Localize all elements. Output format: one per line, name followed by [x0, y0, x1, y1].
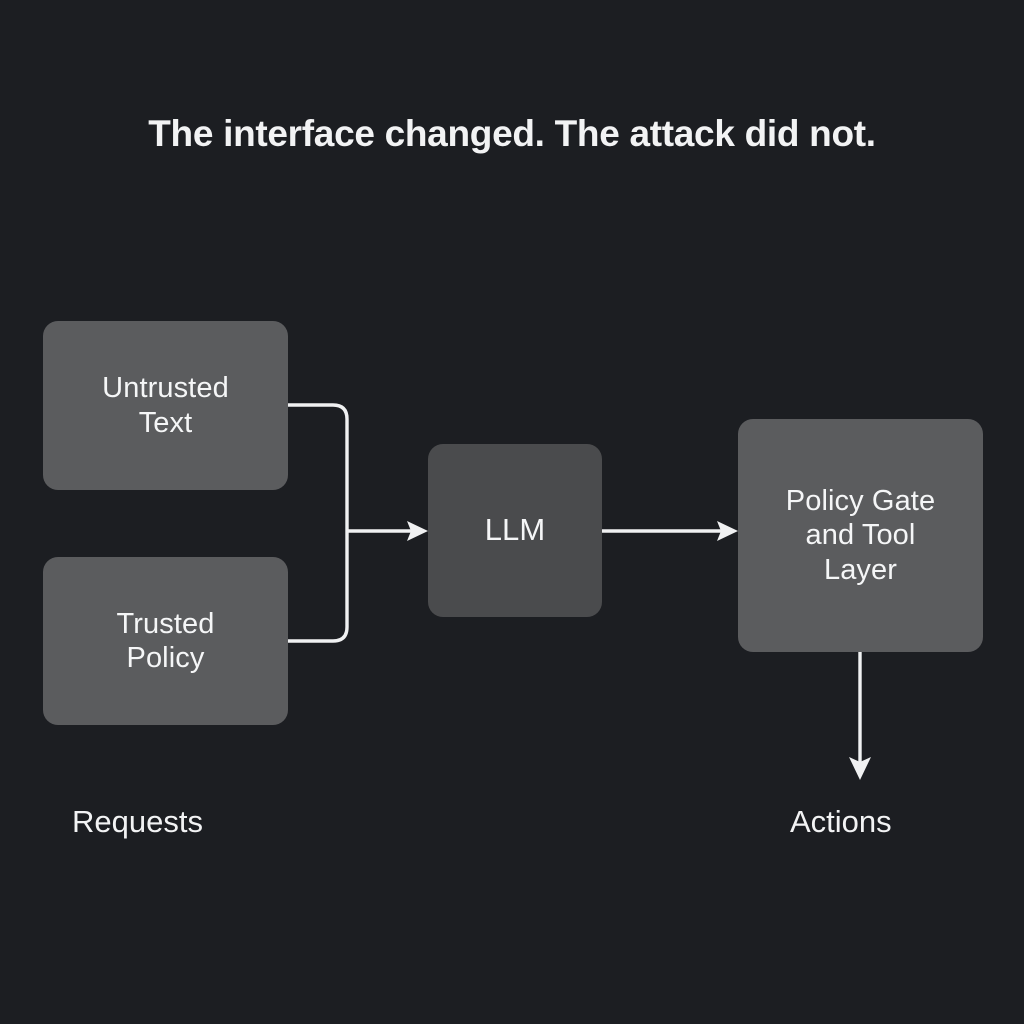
node-policy-gate-and-tool-layer[interactable]: Policy Gate and Tool Layer: [738, 419, 983, 652]
arrowhead-trunk-to-llm: [407, 521, 428, 541]
node-untrusted-text[interactable]: Untrusted Text: [43, 321, 288, 490]
node-llm[interactable]: LLM: [428, 444, 602, 617]
arrowhead-llm-to-policy-gate: [717, 521, 738, 541]
node-untrusted-text-label: Untrusted Text: [102, 372, 229, 439]
node-policy-gate-label: Policy Gate and Tool Layer: [785, 485, 936, 586]
node-llm-label: LLM: [484, 512, 546, 548]
edge-trusted-to-trunk: [288, 531, 349, 643]
edge-untrusted-to-trunk: [288, 403, 349, 531]
page-title: The interface changed. The attack did no…: [148, 113, 876, 154]
node-trusted-policy-label: Trusted Policy: [116, 607, 215, 674]
node-trusted-policy[interactable]: Trusted Policy: [43, 557, 288, 725]
caption-requests: Requests: [72, 804, 203, 839]
arrowhead-policy-gate-to-actions: [849, 757, 871, 780]
caption-actions: Actions: [790, 804, 892, 839]
